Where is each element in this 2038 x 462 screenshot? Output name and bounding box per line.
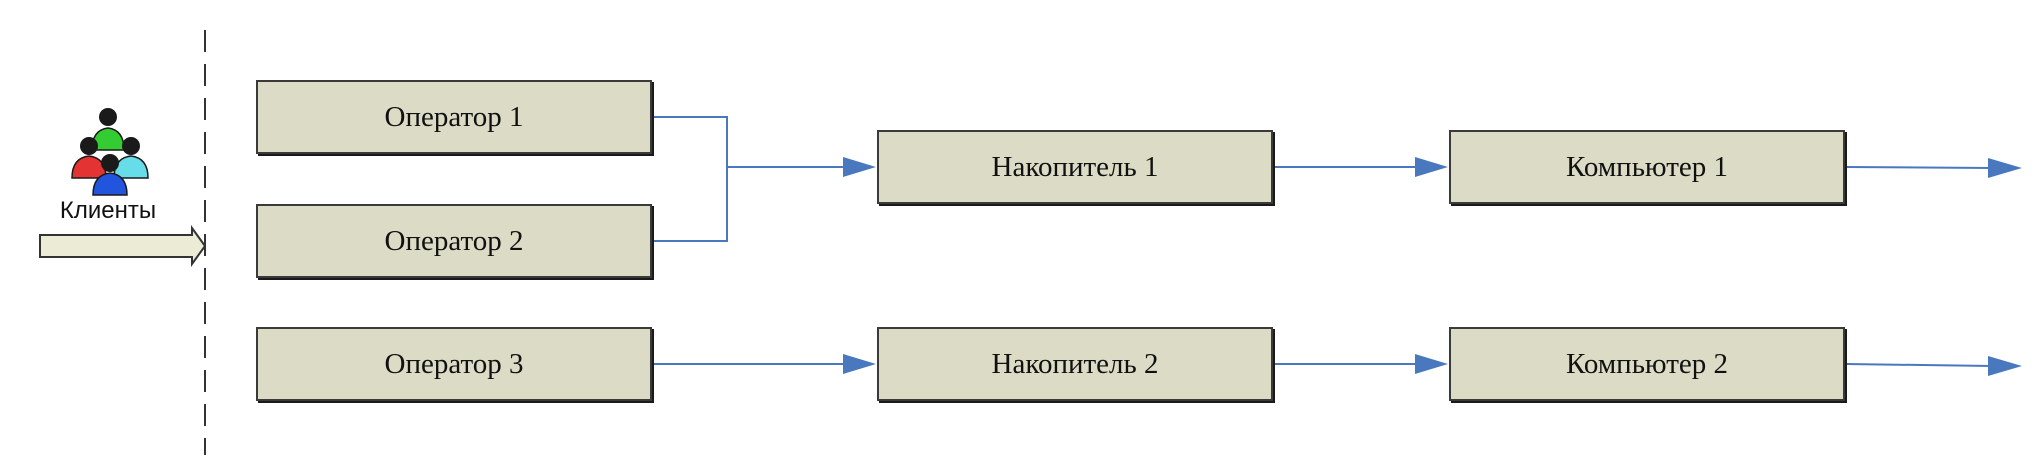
clients-group-icon xyxy=(71,108,149,196)
arrowhead xyxy=(843,157,876,177)
arrowhead xyxy=(1415,157,1448,177)
arrowhead xyxy=(843,354,876,374)
operator-3-box: Оператор 3 xyxy=(256,327,652,401)
computer-2-box: Компьютер 2 xyxy=(1449,327,1845,401)
operator-1-box: Оператор 1 xyxy=(256,80,652,154)
connector-operator-2 xyxy=(652,167,728,242)
storage-1-box: Накопитель 1 xyxy=(877,130,1273,204)
arrow-computer-1-output xyxy=(1845,166,1993,169)
storage-2-box: Накопитель 2 xyxy=(877,327,1273,401)
operator-2-box: Оператор 2 xyxy=(256,204,652,278)
computer-1-box: Компьютер 1 xyxy=(1449,130,1845,204)
clients-label: Клиенты xyxy=(59,197,157,224)
arrowhead xyxy=(1988,356,2022,376)
arrowhead xyxy=(1988,158,2022,178)
connector-operator-1 xyxy=(652,116,728,167)
input-arrow-icon xyxy=(39,224,207,268)
arrowhead xyxy=(1415,354,1448,374)
arrow-computer-2-output xyxy=(1845,363,1993,367)
